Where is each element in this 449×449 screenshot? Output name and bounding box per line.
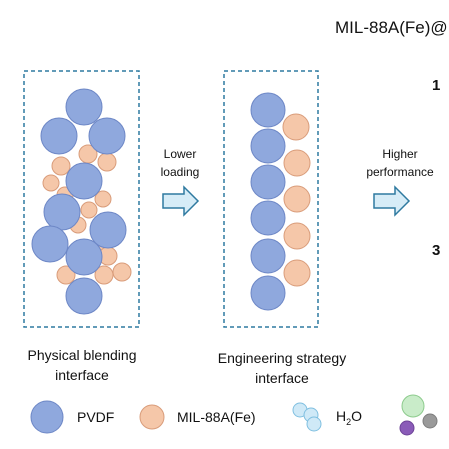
side-number-1: 1 bbox=[432, 77, 441, 94]
lower-loading-line2: loading bbox=[160, 165, 200, 179]
pvdf-particle bbox=[65, 238, 103, 276]
mil-particle bbox=[112, 262, 132, 282]
h2o-legend-icon bbox=[292, 402, 322, 432]
mil-particle bbox=[283, 222, 311, 250]
mil-legend-icon bbox=[139, 404, 165, 430]
engineering-strategy-particles bbox=[250, 92, 311, 311]
physical-caption-line1: Physical blending bbox=[27, 347, 137, 363]
mil-particle bbox=[283, 149, 311, 177]
physical-blending-caption: Physical blending interface bbox=[2, 345, 162, 385]
pvdf-particle bbox=[31, 225, 69, 263]
mil-particle bbox=[97, 152, 117, 172]
physical-blending-particles bbox=[31, 88, 132, 315]
h2o-o: O bbox=[351, 408, 363, 424]
pvdf-particle bbox=[40, 117, 78, 155]
engineering-caption-line2: interface bbox=[255, 370, 309, 386]
mil-particle bbox=[94, 190, 112, 208]
pvdf-particle bbox=[65, 277, 103, 315]
physical-caption-line2: interface bbox=[55, 367, 109, 383]
engineering-caption-line1: Engineering strategy bbox=[217, 350, 347, 366]
pvdf-particle bbox=[88, 117, 126, 155]
mil-particle bbox=[51, 156, 71, 176]
higher-performance-line2: performance bbox=[366, 165, 434, 179]
pvdf-particle bbox=[250, 128, 286, 164]
pvdf-legend-icon bbox=[30, 400, 64, 434]
mil-particle bbox=[80, 201, 98, 219]
h2o-legend-label: H2O bbox=[336, 408, 362, 427]
engineering-strategy-caption: Engineering strategy interface bbox=[196, 348, 368, 388]
mil-particle bbox=[42, 174, 60, 192]
lower-loading-arrow bbox=[162, 185, 200, 217]
material-title: MIL-88A(Fe)@ bbox=[335, 18, 448, 37]
higher-performance-label: Higher performance bbox=[360, 147, 440, 180]
pvdf-particle bbox=[65, 162, 103, 200]
mil-particle bbox=[283, 259, 311, 287]
pvdf-particle bbox=[65, 88, 103, 126]
pvdf-particle bbox=[250, 238, 286, 274]
pvdf-particle bbox=[250, 164, 286, 200]
lower-loading-line1: Lower bbox=[163, 147, 197, 161]
mil-particle bbox=[56, 265, 76, 285]
h2o-h: H bbox=[336, 408, 347, 424]
mil-legend-label: MIL-88A(Fe) bbox=[177, 409, 256, 425]
h2o-subscript: 2 bbox=[346, 416, 352, 427]
pvdf-particle bbox=[250, 200, 286, 236]
side-number-3: 3 bbox=[432, 242, 441, 259]
higher-performance-arrow bbox=[373, 185, 411, 217]
pvdf-particle bbox=[43, 193, 81, 231]
pvdf-legend-label: PVDF bbox=[77, 409, 115, 425]
physical-blending-box bbox=[23, 70, 140, 328]
mil-particle bbox=[282, 113, 310, 141]
pvdf-particle bbox=[250, 275, 286, 311]
higher-performance-line1: Higher bbox=[382, 147, 418, 161]
pvdf-particle bbox=[89, 211, 127, 249]
mil-particle bbox=[283, 185, 311, 213]
pvdf-particle bbox=[250, 92, 286, 128]
cluster-legend-icon bbox=[399, 394, 438, 436]
lower-loading-label: Lower loading bbox=[150, 147, 210, 180]
